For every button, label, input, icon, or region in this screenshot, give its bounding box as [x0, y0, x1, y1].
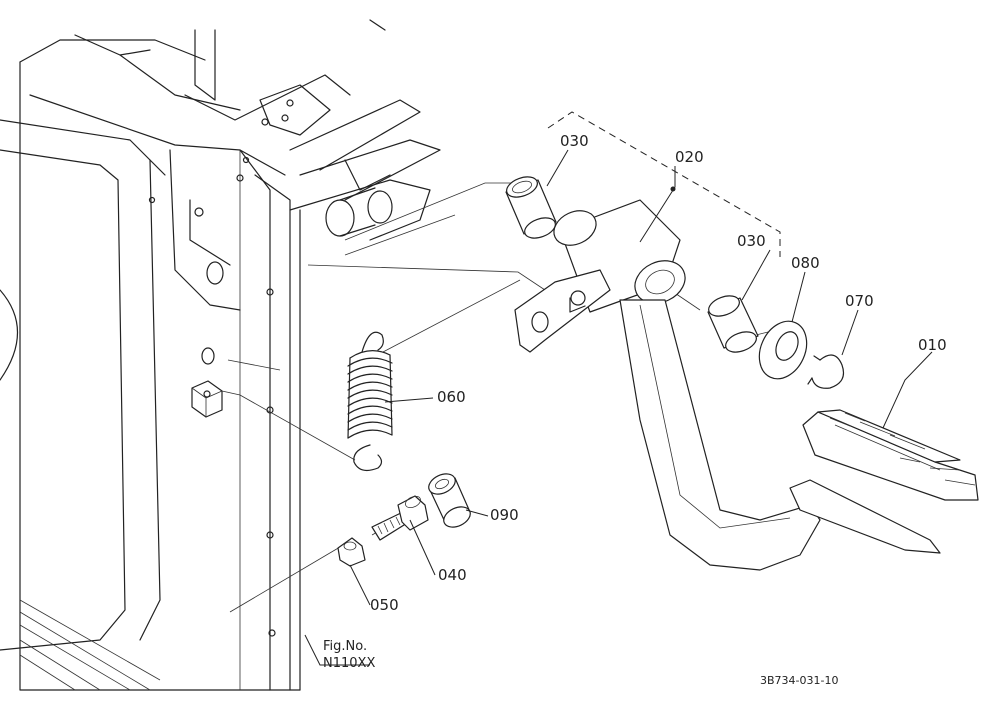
- spring-060: [347, 331, 393, 472]
- frame-assembly: [0, 19, 441, 691]
- fig-number: N110XX: [323, 656, 375, 671]
- nut-050: [337, 537, 366, 567]
- callout-040: 040: [438, 566, 467, 584]
- callout-leaders: [304, 149, 933, 666]
- bushing-030-upper: [505, 176, 557, 239]
- snap-ring-070: [807, 354, 845, 389]
- callout-030-upper: 030: [560, 132, 589, 150]
- callout-020: 020: [675, 148, 704, 166]
- figure-reference: Fig.No. N110XX: [323, 639, 375, 671]
- fig-label: Fig.No.: [323, 639, 367, 654]
- bushing-030-lower: [707, 295, 759, 353]
- drawing-code: 3B734-031-10: [760, 674, 838, 687]
- callout-labels: 030 020 030 080 070 010 060 090 040 050: [370, 132, 947, 614]
- callout-090: 090: [490, 506, 519, 524]
- spacer-090: [428, 473, 471, 528]
- pedal-arm-020: [514, 199, 821, 571]
- bolt-040: [371, 495, 429, 541]
- washer-080: [758, 320, 808, 380]
- pedal-pad-010: [789, 409, 979, 554]
- callout-060: 060: [437, 388, 466, 406]
- callout-050: 050: [370, 596, 399, 614]
- callout-070: 070: [845, 292, 874, 310]
- callout-080: 080: [791, 254, 820, 272]
- assembly-bracket: [547, 111, 781, 257]
- callout-010: 010: [918, 336, 947, 354]
- callout-030-lower: 030: [737, 232, 766, 250]
